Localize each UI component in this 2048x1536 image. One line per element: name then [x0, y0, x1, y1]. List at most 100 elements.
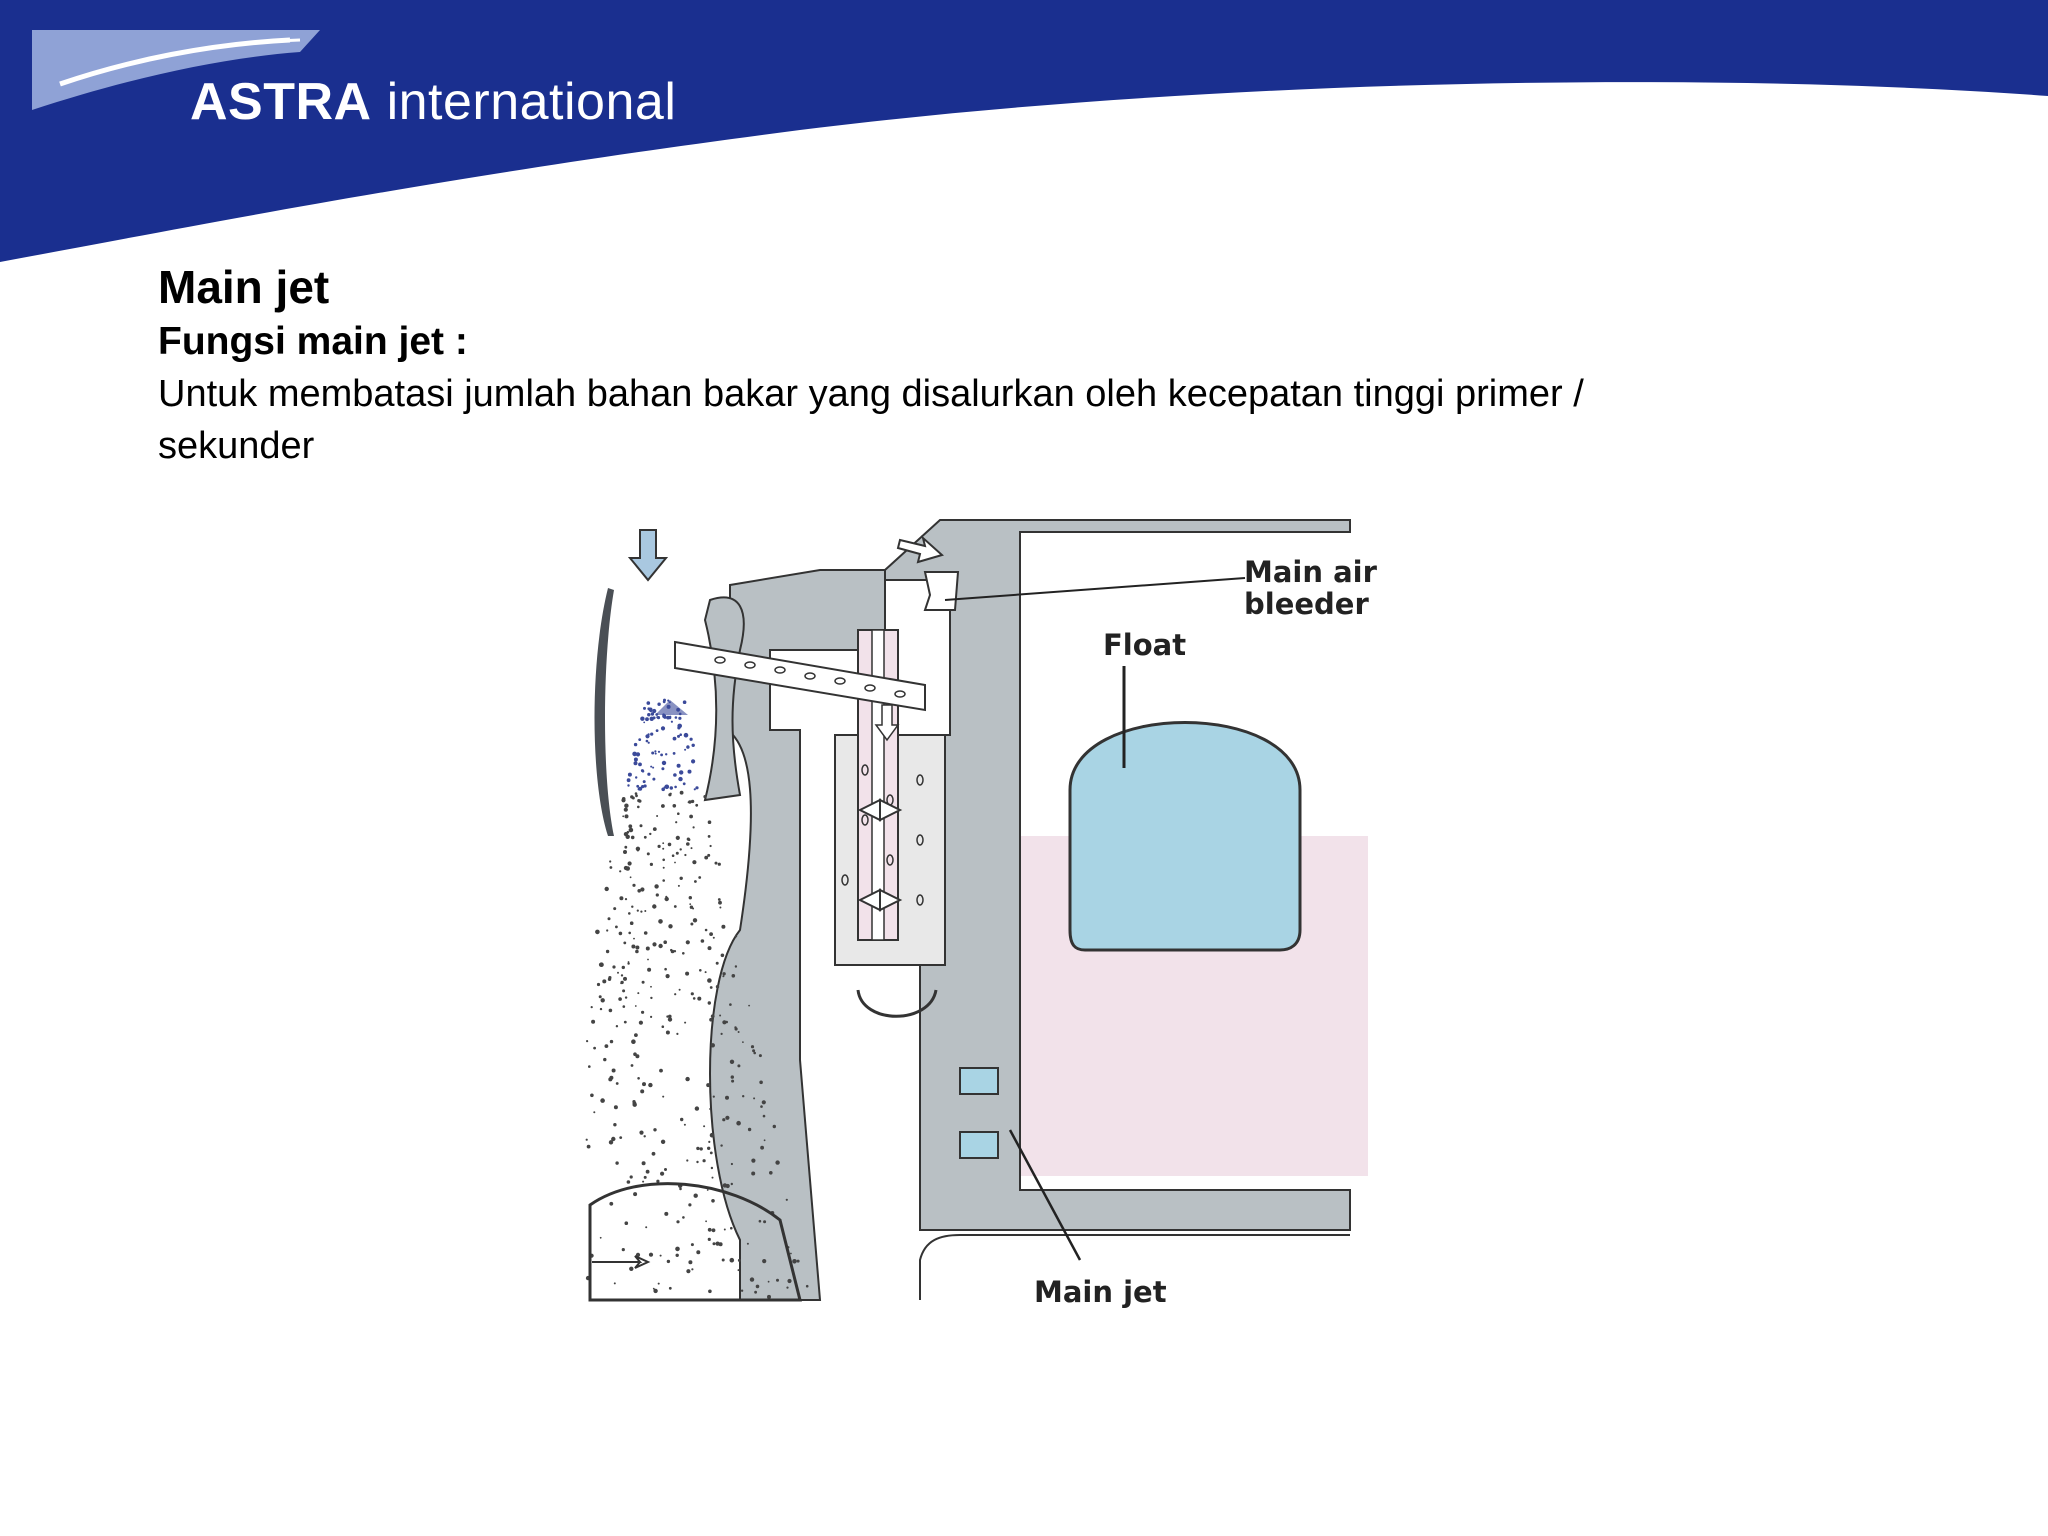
spray-particle — [736, 1120, 741, 1126]
spray-particle — [690, 799, 695, 804]
spray-particle — [722, 975, 725, 978]
discharge-nozzle — [674, 640, 926, 712]
body-lower-block — [709, 569, 886, 1301]
spray-particle — [683, 1123, 686, 1126]
spray-particle — [630, 835, 635, 840]
spray-particle — [652, 942, 657, 947]
spray-particle — [648, 707, 653, 712]
spray-particle — [624, 1221, 629, 1225]
spray-particle — [651, 1151, 656, 1156]
spray-particle — [585, 1138, 588, 1141]
spray-particle — [710, 1043, 715, 1048]
spray-particle — [627, 861, 632, 866]
spray-particle — [641, 980, 645, 984]
spray-particle — [657, 750, 661, 753]
spray-particle — [761, 1100, 766, 1105]
spray-particle — [619, 870, 622, 873]
spray-particle — [674, 861, 676, 864]
spray-particle — [709, 1132, 715, 1138]
spray-particle — [674, 716, 678, 719]
spray-particle — [673, 950, 677, 953]
spray-particle — [640, 716, 645, 721]
spray-particle — [775, 1160, 780, 1165]
spray-particle — [709, 986, 713, 989]
spray-particle — [641, 785, 645, 789]
main-jet — [959, 1067, 999, 1095]
spray-particle — [611, 1136, 616, 1142]
main-jet-leader — [1008, 1129, 1082, 1261]
spray-particle — [624, 814, 629, 819]
spray-particle — [729, 1059, 735, 1064]
spray-particle — [714, 861, 718, 865]
spray-particle — [692, 860, 697, 865]
spray-particle — [689, 903, 692, 905]
spray-particle — [697, 996, 702, 1001]
spray-particle — [725, 1115, 730, 1120]
spray-particle — [686, 837, 690, 841]
spray-particle — [623, 941, 627, 945]
spray-particle — [753, 1051, 756, 1055]
spray-particle — [772, 1124, 776, 1129]
spray-particle — [672, 752, 676, 755]
slide-body: Untuk membatasi jumlah bahan bakar yang … — [158, 373, 1584, 467]
spray-particle — [642, 1180, 645, 1183]
spray-particle — [640, 887, 645, 892]
spray-particle — [667, 699, 670, 702]
spray-particle — [710, 1014, 715, 1019]
spray-particle — [664, 896, 669, 902]
spray-particle — [729, 1257, 735, 1263]
spray-particle — [696, 1146, 700, 1151]
spray-particle — [753, 1097, 756, 1100]
spray-particle — [725, 1095, 729, 1100]
spray-particle — [615, 1025, 619, 1028]
spray-particle — [658, 919, 663, 924]
spray-particle — [685, 1076, 690, 1082]
spray-particle — [664, 1211, 669, 1216]
spray-particle — [702, 1159, 706, 1163]
tube-down-arrow-icon — [874, 704, 900, 742]
spray-particle — [599, 1236, 602, 1239]
spray-particle — [675, 835, 680, 840]
spray-particle — [679, 1187, 682, 1191]
spray-particle — [672, 804, 677, 808]
spray-particle — [690, 992, 694, 996]
spray-particle — [712, 936, 715, 939]
spray-particle — [662, 866, 665, 869]
spray-particle — [637, 805, 640, 809]
spray-particle — [691, 759, 696, 764]
spray-particle — [643, 706, 646, 710]
spray-particle — [664, 1168, 667, 1171]
spray-particle — [679, 733, 682, 736]
spray-particle — [603, 1057, 607, 1062]
spray-particle — [689, 737, 693, 741]
spray-particle — [688, 1260, 693, 1265]
spray-particle — [708, 1289, 712, 1294]
spray-particle — [665, 753, 668, 756]
spray-particle — [758, 1219, 762, 1223]
spray-particle — [638, 786, 643, 791]
spray-particle — [618, 931, 623, 936]
spray-particle — [707, 1001, 711, 1005]
label-main-jet: Main jet — [1034, 1275, 1167, 1309]
spray-particle — [723, 1228, 726, 1231]
spray-particle — [666, 1015, 669, 1018]
spray-particle — [604, 1044, 609, 1048]
spray-particle — [673, 905, 677, 908]
spray-particle — [769, 1171, 773, 1175]
spray-particle — [633, 937, 635, 940]
spray-particle — [750, 1045, 755, 1049]
spray-particle — [634, 792, 638, 795]
spray-particle — [623, 865, 628, 871]
spray-particle — [629, 876, 632, 879]
spray-particle — [659, 1254, 662, 1257]
spray-particle — [707, 1227, 712, 1232]
spray-particle — [631, 796, 635, 800]
spray-particle — [654, 752, 657, 755]
spray-particle — [721, 924, 726, 929]
spray-particle — [684, 853, 687, 857]
spray-particle — [660, 1139, 666, 1144]
spray-particle — [675, 851, 679, 855]
spray-particle — [635, 752, 641, 757]
spray-particle — [707, 946, 712, 951]
spray-particle — [696, 1160, 699, 1164]
